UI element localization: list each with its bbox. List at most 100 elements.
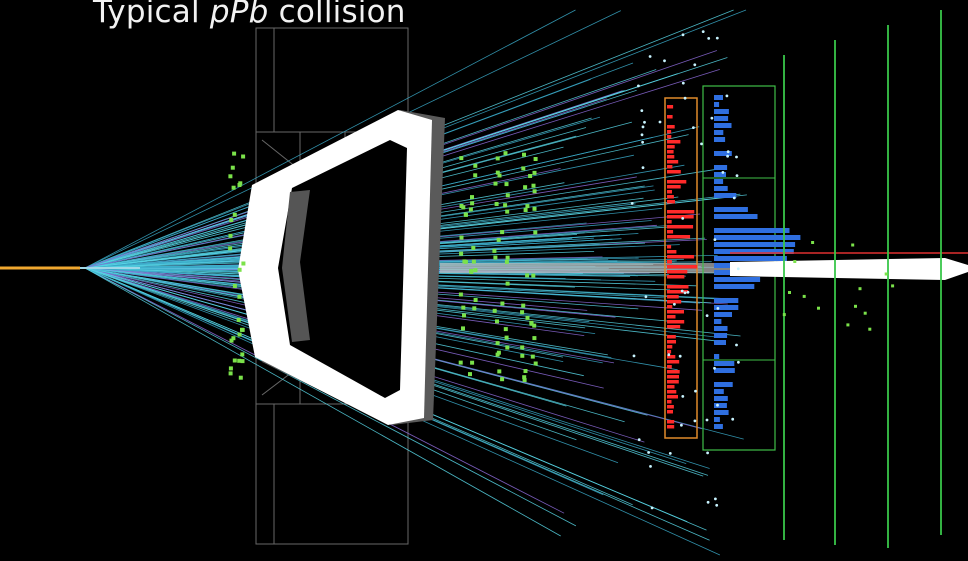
hit	[495, 352, 500, 357]
hit	[458, 292, 463, 297]
ecal-bar	[667, 400, 672, 404]
hit	[492, 248, 497, 253]
hit	[522, 378, 527, 383]
track-point	[644, 295, 648, 299]
muon-hit	[811, 241, 815, 244]
hit	[532, 206, 537, 211]
hit	[232, 284, 237, 288]
hcal-bar	[714, 95, 723, 100]
hcal-bar	[714, 396, 728, 401]
hit	[472, 306, 477, 311]
hit	[505, 345, 510, 350]
hit	[496, 237, 501, 242]
track-point	[637, 84, 640, 88]
hcal-bar	[714, 249, 794, 254]
hit	[531, 183, 536, 188]
hit	[232, 358, 237, 363]
track-point	[705, 314, 709, 317]
hit	[525, 204, 530, 209]
hit	[505, 193, 510, 198]
hcal-bar	[714, 137, 726, 142]
track-point	[735, 343, 738, 347]
hit	[532, 336, 537, 341]
hit	[471, 245, 476, 250]
track-point	[707, 37, 711, 40]
track-point	[632, 354, 636, 358]
ecal-bar	[667, 155, 675, 159]
ecal-bar	[667, 220, 672, 224]
ecal-bar	[667, 135, 672, 139]
hcal-bar	[714, 109, 729, 114]
track-point	[641, 140, 644, 144]
ecal-bar	[667, 185, 681, 189]
hit	[504, 335, 509, 340]
ecal-bar	[667, 130, 672, 134]
hit	[241, 154, 246, 159]
hit	[520, 310, 525, 315]
hcal-bar	[714, 151, 732, 156]
hit	[533, 230, 538, 235]
muon-hit	[802, 294, 806, 298]
ecal-bar	[667, 405, 674, 409]
ecal-bar	[667, 335, 676, 339]
hit	[473, 268, 478, 273]
track-point	[681, 217, 685, 220]
hit	[469, 269, 474, 273]
hcal-bar	[714, 256, 787, 261]
hit	[238, 375, 243, 380]
hit	[532, 189, 537, 194]
track-point	[737, 360, 740, 364]
ecal-bar	[667, 295, 679, 299]
track-point	[647, 451, 650, 454]
hit	[236, 318, 241, 322]
track-point	[650, 506, 654, 510]
hit	[237, 294, 242, 299]
track-point	[693, 63, 697, 67]
ecal-bar	[667, 375, 679, 379]
ecal-bar	[667, 215, 694, 219]
hit	[503, 203, 508, 208]
ecal-bar	[667, 410, 673, 414]
hit	[521, 166, 526, 171]
hit	[241, 261, 246, 266]
hit	[521, 303, 526, 308]
track-point	[716, 307, 720, 310]
hit	[525, 315, 530, 320]
muon-hit	[858, 287, 862, 291]
track-point	[701, 30, 705, 33]
ecal-bar	[667, 300, 682, 304]
hit	[459, 235, 464, 240]
hit	[522, 152, 526, 157]
muon-hit	[868, 327, 872, 331]
hit	[522, 375, 527, 380]
hcal-bar	[714, 172, 726, 177]
hcal-bar	[714, 333, 728, 338]
ecal-bar	[667, 365, 672, 369]
track-point	[714, 497, 717, 501]
track-point	[681, 33, 685, 37]
track-point	[640, 133, 644, 137]
hit	[459, 204, 464, 208]
ecal-bar	[667, 140, 681, 144]
hcal-bar	[714, 130, 724, 135]
hit	[471, 259, 476, 264]
hcal-bar	[714, 186, 728, 191]
hcal-bar	[714, 326, 728, 331]
track-point	[681, 81, 685, 85]
ecal-bar	[667, 200, 675, 204]
ecal-deposits	[667, 105, 698, 429]
muon-hit	[863, 311, 867, 315]
hit	[231, 185, 236, 190]
hit	[231, 336, 236, 341]
hit	[228, 366, 233, 371]
track-point	[732, 196, 736, 200]
ecal-bar	[667, 270, 688, 274]
ecal-bar	[667, 275, 685, 279]
hit	[232, 212, 237, 217]
track-point	[713, 238, 717, 242]
ecal-bar	[667, 320, 685, 324]
downstream-beam-pipe	[730, 258, 968, 280]
ecal-bar	[667, 395, 678, 399]
hit	[228, 246, 233, 251]
muon-hit	[846, 323, 850, 327]
